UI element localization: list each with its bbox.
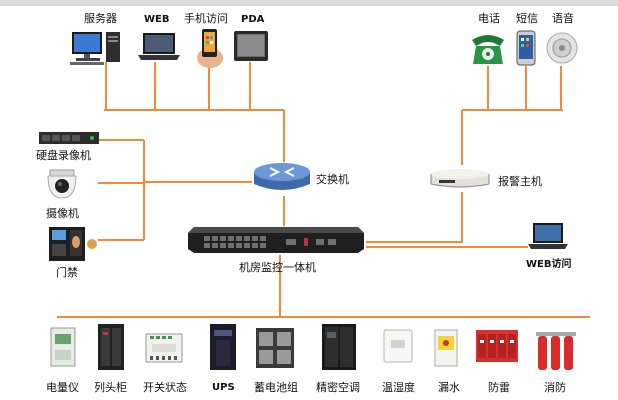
mobile-label: 手机访问: [184, 12, 228, 25]
bottom-label: 防雷: [488, 381, 510, 394]
column-cabinet-icon: [98, 324, 124, 370]
bottom-label: 消防: [544, 381, 566, 394]
fire-extinguisher-icon: [536, 332, 576, 370]
phone-label: 电话: [478, 12, 500, 25]
battery-pack-icon: [256, 328, 294, 368]
sms-label: 短信: [516, 12, 538, 25]
bottom-label: 温湿度: [382, 381, 415, 394]
camera-label: 摄像机: [46, 207, 79, 220]
access-control-icon: [49, 227, 97, 261]
bottom-label: 漏水: [438, 381, 460, 394]
monitoring-host-icon: [188, 227, 364, 253]
router-label: 交换机: [316, 173, 349, 186]
laptop-icon: [138, 33, 180, 60]
smartphone-hand-icon: [197, 29, 223, 68]
top-border: [0, 0, 618, 6]
precision-ac-icon: [322, 324, 356, 370]
nvr-label: 硬盘录像机: [36, 149, 91, 162]
speaker-icon: [546, 32, 578, 64]
mobile-phone-sms-icon: [516, 30, 536, 66]
bottom-label: 精密空调: [316, 381, 360, 394]
alarm-label: 报警主机: [498, 175, 542, 188]
web-label: WEB: [144, 14, 170, 25]
power-meter-icon: [50, 327, 76, 367]
web-access-label: WEB访问: [526, 259, 572, 270]
web-access-laptop-icon: [528, 223, 568, 249]
host-label: 机房监控一体机: [239, 261, 316, 274]
ups-icon: [210, 324, 236, 370]
temp-humidity-sensor-icon: [383, 329, 413, 363]
surge-protector-icon: [476, 330, 518, 362]
water-leak-sensor-icon: [434, 329, 458, 367]
bottom-label: 开关状态: [143, 381, 187, 394]
bottom-label: UPS: [212, 382, 235, 393]
bottom-label: 列头柜: [94, 381, 127, 394]
bottom-label: 蓄电池组: [254, 381, 298, 394]
server-pc-icon: [70, 32, 120, 65]
router-switch-icon: [254, 163, 310, 190]
voice-label: 语音: [552, 12, 574, 25]
dome-camera-icon: [47, 169, 77, 199]
bottom-label: 电量仪: [46, 381, 79, 394]
field-device-row: 电量仪 列头柜 开关状态 UPS 蓄电池组 精密空调 温湿度: [0, 318, 618, 400]
switch-status-module-icon: [145, 333, 183, 363]
server-label: 服务器: [84, 12, 117, 25]
door-label: 门禁: [56, 266, 78, 279]
pda-label: PDA: [241, 14, 265, 25]
nvr-recorder-icon: [39, 132, 99, 144]
pda-tablet-icon: [234, 31, 268, 61]
telephone-icon: [472, 35, 504, 64]
alarm-host-icon: [430, 169, 490, 188]
